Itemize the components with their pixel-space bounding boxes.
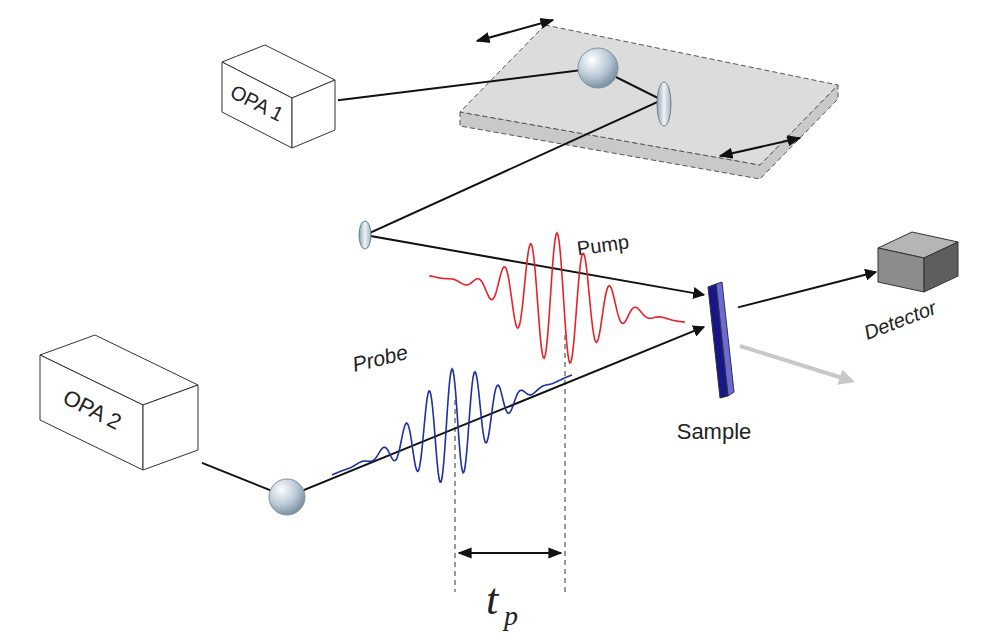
sample-plate-outline [704, 280, 738, 400]
pump-pulse [429, 233, 685, 363]
beam-label: Probe [350, 341, 409, 375]
detector-box: Detector [876, 230, 960, 294]
opa-box: OPA 2 [38, 333, 202, 473]
detector-box-outline [876, 230, 960, 294]
delay-symbol: t [486, 578, 498, 622]
beam-label: Pump [576, 231, 631, 258]
delay-stage [460, 20, 838, 179]
light-beam [738, 272, 876, 307]
delay-subscript: p [504, 602, 518, 630]
mirror [359, 221, 371, 249]
retro-mirror [578, 48, 618, 88]
probe-pulse [332, 369, 572, 482]
mirror [269, 479, 305, 515]
opa-box: OPA 1 [218, 42, 338, 152]
transmitted-beam [740, 346, 852, 381]
light-beam [202, 327, 704, 497]
sample-plate: Sample [704, 280, 738, 400]
node-label: Sample [677, 421, 752, 443]
node-label: Detector [861, 297, 939, 343]
light-beam [338, 68, 704, 295]
delay-marker [455, 335, 565, 592]
mirror [657, 82, 671, 126]
